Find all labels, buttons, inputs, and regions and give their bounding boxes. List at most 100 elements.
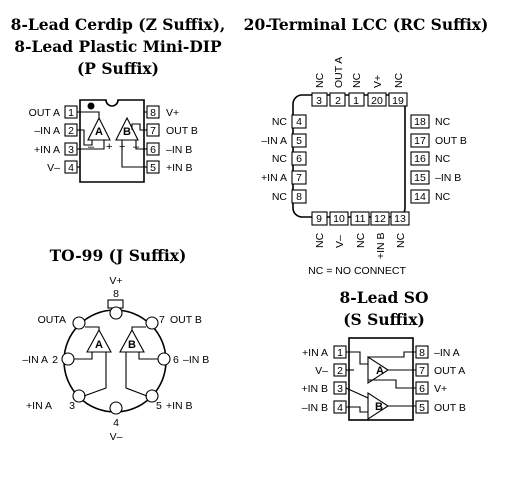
dip-opamp-a: A – + <box>80 111 112 153</box>
to99-pin-label: –IN B <box>183 354 209 366</box>
svg-text:5: 5 <box>419 402 425 414</box>
to99-pin-label: +IN B <box>166 400 193 412</box>
lcc-pin-label: –IN A <box>261 135 287 147</box>
to99-pin-label: V+ <box>109 275 122 287</box>
lcc-footnote: NC = NO CONNECT <box>308 265 406 277</box>
lcc-left-pins: 4 5 6 7 8 NC –IN A NC +IN A NC <box>261 114 307 204</box>
svg-text:13: 13 <box>394 213 406 225</box>
to99-pin-num: 5 <box>156 400 162 412</box>
svg-text:14: 14 <box>414 191 426 203</box>
lcc-pin-label: V+ <box>372 75 384 88</box>
svg-text:7: 7 <box>296 172 302 184</box>
svg-text:A: A <box>95 339 103 351</box>
lcc-bottom-pins: 9 10 11 12 13 NC V– NC +IN B NC <box>311 211 410 259</box>
svg-text:3: 3 <box>337 383 343 395</box>
dip-opamp-b: B + – <box>115 116 144 168</box>
so-body <box>348 337 414 421</box>
so-title-line1: 8-Lead SO <box>340 288 429 307</box>
lcc-body <box>292 94 406 218</box>
lcc-pin-label: NC <box>272 191 288 203</box>
dip-package: 8-Lead Cerdip (Z Suffix), 8-Lead Plastic… <box>11 15 226 183</box>
lcc-pin-label: –IN B <box>435 172 461 184</box>
svg-text:18: 18 <box>414 116 426 128</box>
to99-pin-num: 3 <box>69 400 75 412</box>
svg-text:3: 3 <box>316 95 322 107</box>
dip-pin-label: V+ <box>166 107 179 119</box>
svg-text:10: 10 <box>333 213 345 225</box>
so-pin-label: +IN A <box>302 347 328 359</box>
svg-text:20: 20 <box>371 95 383 107</box>
svg-text:7: 7 <box>419 365 425 377</box>
svg-text:+: + <box>106 141 112 153</box>
so-opamp-a: A <box>346 351 416 385</box>
to99-pin-num: 8 <box>113 288 119 300</box>
to99-pin-label: +IN A <box>26 400 52 412</box>
to99-pin-label: –IN A <box>22 354 48 366</box>
to99-opamp-a: A <box>74 326 112 397</box>
lcc-top-pins: 3 2 1 20 19 NC OUT A NC V+ NC <box>311 57 408 107</box>
to99-title: TO-99 (J Suffix) <box>50 246 187 265</box>
svg-text:16: 16 <box>414 153 426 165</box>
so-pin-label: –IN B <box>302 402 328 414</box>
lcc-pin-label: NC <box>272 116 288 128</box>
dip-pin-label: V– <box>47 162 60 174</box>
svg-text:11: 11 <box>355 213 366 225</box>
svg-text:15: 15 <box>414 172 426 184</box>
svg-text:12: 12 <box>374 213 386 225</box>
lcc-pin-label: V– <box>334 235 346 248</box>
to99-pin-label: V– <box>110 431 123 443</box>
lcc-title: 20-Terminal LCC (RC Suffix) <box>244 15 489 34</box>
svg-text:–: – <box>88 141 95 153</box>
dip-title-line3: (P Suffix) <box>77 59 159 78</box>
lcc-pin-label: +IN B <box>375 232 387 259</box>
svg-text:2: 2 <box>337 365 343 377</box>
to99-opamp-b: B <box>119 326 158 397</box>
lcc-pin-label: NC <box>435 191 451 203</box>
so-pin-label: –IN A <box>434 347 460 359</box>
svg-text:A: A <box>95 126 103 138</box>
svg-text:8: 8 <box>296 191 302 203</box>
so-right-pins: 8 7 6 5 –IN A OUT A V+ OUT B <box>415 345 466 414</box>
dip-pin-num: 8 <box>150 107 156 119</box>
lcc-pin-label: OUT A <box>333 57 345 88</box>
svg-text:4: 4 <box>337 402 343 414</box>
dip-pin-num: 3 <box>68 144 74 156</box>
pin1-indicator <box>87 102 95 110</box>
dip-pin-num: 4 <box>68 162 74 174</box>
dip-pin-label: OUT B <box>166 125 198 137</box>
dip-right-pins: 8 7 6 5 V+ OUT B –IN B +IN B <box>144 105 198 174</box>
lcc-package: 20-Terminal LCC (RC Suffix) 3 2 1 20 19 … <box>244 15 489 277</box>
lcc-right-pins: 18 17 16 15 14 NC OUT B NC –IN B NC <box>410 114 467 204</box>
so-left-pins: 1 2 3 4 +IN A V– +IN B –IN B <box>301 345 347 414</box>
dip-title-line2: 8-Lead Plastic Mini-DIP <box>14 37 222 56</box>
dip-pin-num: 7 <box>150 125 156 137</box>
dip-pin-num: 6 <box>150 144 156 156</box>
dip-pin-label: +IN A <box>34 144 60 156</box>
lcc-pin-label: OUT B <box>435 135 467 147</box>
lcc-pin-label: NC <box>351 72 363 88</box>
dip-pin-label: –IN A <box>34 125 60 137</box>
to99-pin-num: 2 <box>52 354 58 366</box>
to99-pin-label: OUTA <box>38 314 66 326</box>
svg-text:1: 1 <box>353 95 359 107</box>
lcc-pin-label: NC <box>314 72 326 88</box>
dip-pin-label: OUT A <box>29 107 60 119</box>
svg-text:B: B <box>375 401 383 413</box>
so-package: 8-Lead SO (S Suffix) 1 2 3 4 +IN A V– +I… <box>301 288 466 421</box>
so-pin-label: +IN B <box>301 383 328 395</box>
svg-text:2: 2 <box>335 95 341 107</box>
dip-pin-label: –IN B <box>166 144 192 156</box>
so-opamp-b: B <box>345 379 416 421</box>
to99-package: TO-99 (J Suffix) V+ 8 OUTA 1 –IN A 2 +IN… <box>22 246 209 443</box>
svg-text:8: 8 <box>419 347 425 359</box>
dip-title-line1: 8-Lead Cerdip (Z Suffix), <box>11 15 226 34</box>
lcc-pin-label: NC <box>395 232 407 248</box>
dip-pin-label: +IN B <box>166 162 193 174</box>
to99-pin-label: OUT B <box>170 314 202 326</box>
svg-text:1: 1 <box>337 347 343 359</box>
lcc-pin-label: NC <box>435 116 451 128</box>
dip-pin-num: 5 <box>150 162 156 174</box>
so-pin-label: V– <box>315 365 328 377</box>
to99-pin-num: 6 <box>173 354 179 366</box>
lcc-pin-label: NC <box>393 72 405 88</box>
